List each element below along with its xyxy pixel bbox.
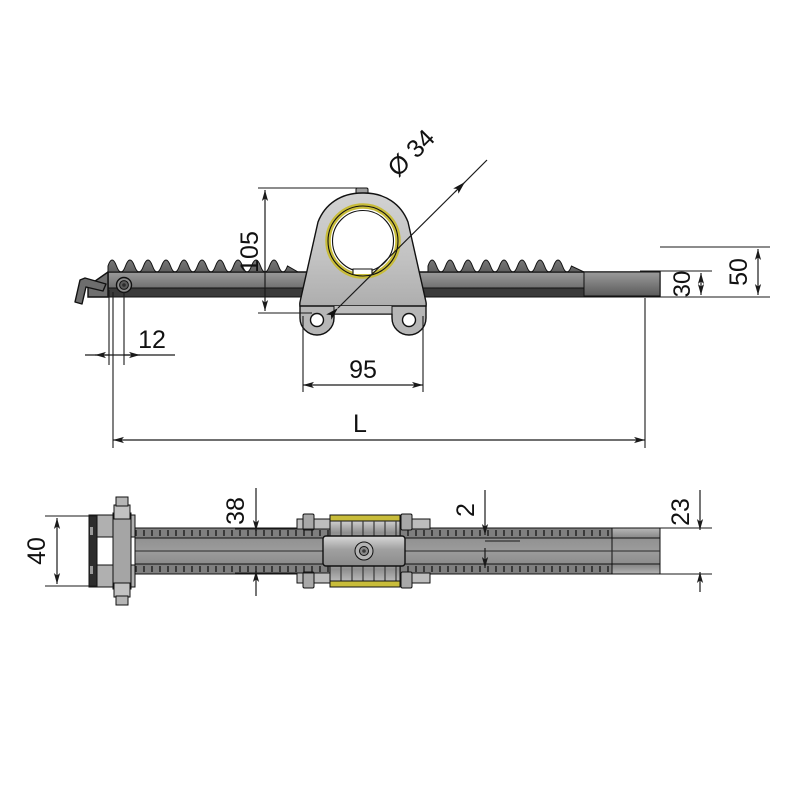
- end-fixing-bolt: [115, 276, 133, 294]
- dimension-38: 38: [222, 488, 330, 596]
- plan-end-plate-assembly: [88, 496, 136, 606]
- dimension-2-text: 2: [452, 503, 480, 517]
- end-bracket-arm: [74, 277, 107, 305]
- dimension-40: 40: [23, 515, 96, 587]
- dimension-95: 95: [302, 316, 424, 392]
- wheel-axle-hole-left: [309, 312, 325, 328]
- dimension-overall-length-text: L: [353, 410, 367, 438]
- dimension-12: 12: [85, 290, 175, 365]
- dimension-40-text: 40: [23, 537, 51, 565]
- plan-bolt-shank-top: [115, 496, 129, 507]
- rack-teeth-left: [107, 259, 300, 273]
- dimension-38-text: 38: [222, 497, 250, 525]
- dimension-23: 23: [660, 490, 712, 592]
- plan-brass-washer-bottom: [329, 580, 401, 588]
- dimension-2: 2: [452, 490, 520, 568]
- plan-bolt-shank-bottom: [115, 595, 129, 606]
- dimension-30: 30: [640, 270, 712, 298]
- wheel-axle-hole-right: [401, 312, 417, 328]
- dimension-12-text: 12: [138, 326, 166, 354]
- plan-bolt-head-bottom: [113, 582, 131, 598]
- side-elevation-view: Ø 34 105 50 30: [74, 124, 770, 448]
- rail-plain-end: [583, 271, 661, 297]
- dimension-50-text: 50: [725, 258, 753, 286]
- plan-trolley-axle-bolts: [302, 513, 413, 589]
- trolley-assembly: [299, 187, 427, 336]
- rack-teeth-right: [427, 259, 585, 273]
- dimension-95-text: 95: [349, 356, 377, 384]
- dimension-23-text: 23: [667, 498, 695, 526]
- plan-view: 40 38 2 23: [23, 488, 712, 606]
- dimension-overall-length: L: [112, 292, 646, 448]
- bushing-split-gap: [352, 268, 373, 274]
- dimension-bore-diameter-text: Ø 34: [382, 124, 440, 182]
- plan-trolley-assembly: [296, 513, 431, 589]
- plan-brass-washer-top: [329, 514, 401, 522]
- dimension-50: 50: [660, 246, 770, 298]
- toothed-rack-rail: [87, 259, 661, 298]
- plan-bolt-head-top: [113, 504, 131, 520]
- dimension-105: 105: [236, 187, 360, 314]
- dimension-30-text: 30: [669, 271, 696, 298]
- plan-hinge-knuckle: [112, 512, 132, 590]
- plan-end-backplate: [88, 514, 98, 588]
- dimension-105-text: 105: [236, 231, 264, 273]
